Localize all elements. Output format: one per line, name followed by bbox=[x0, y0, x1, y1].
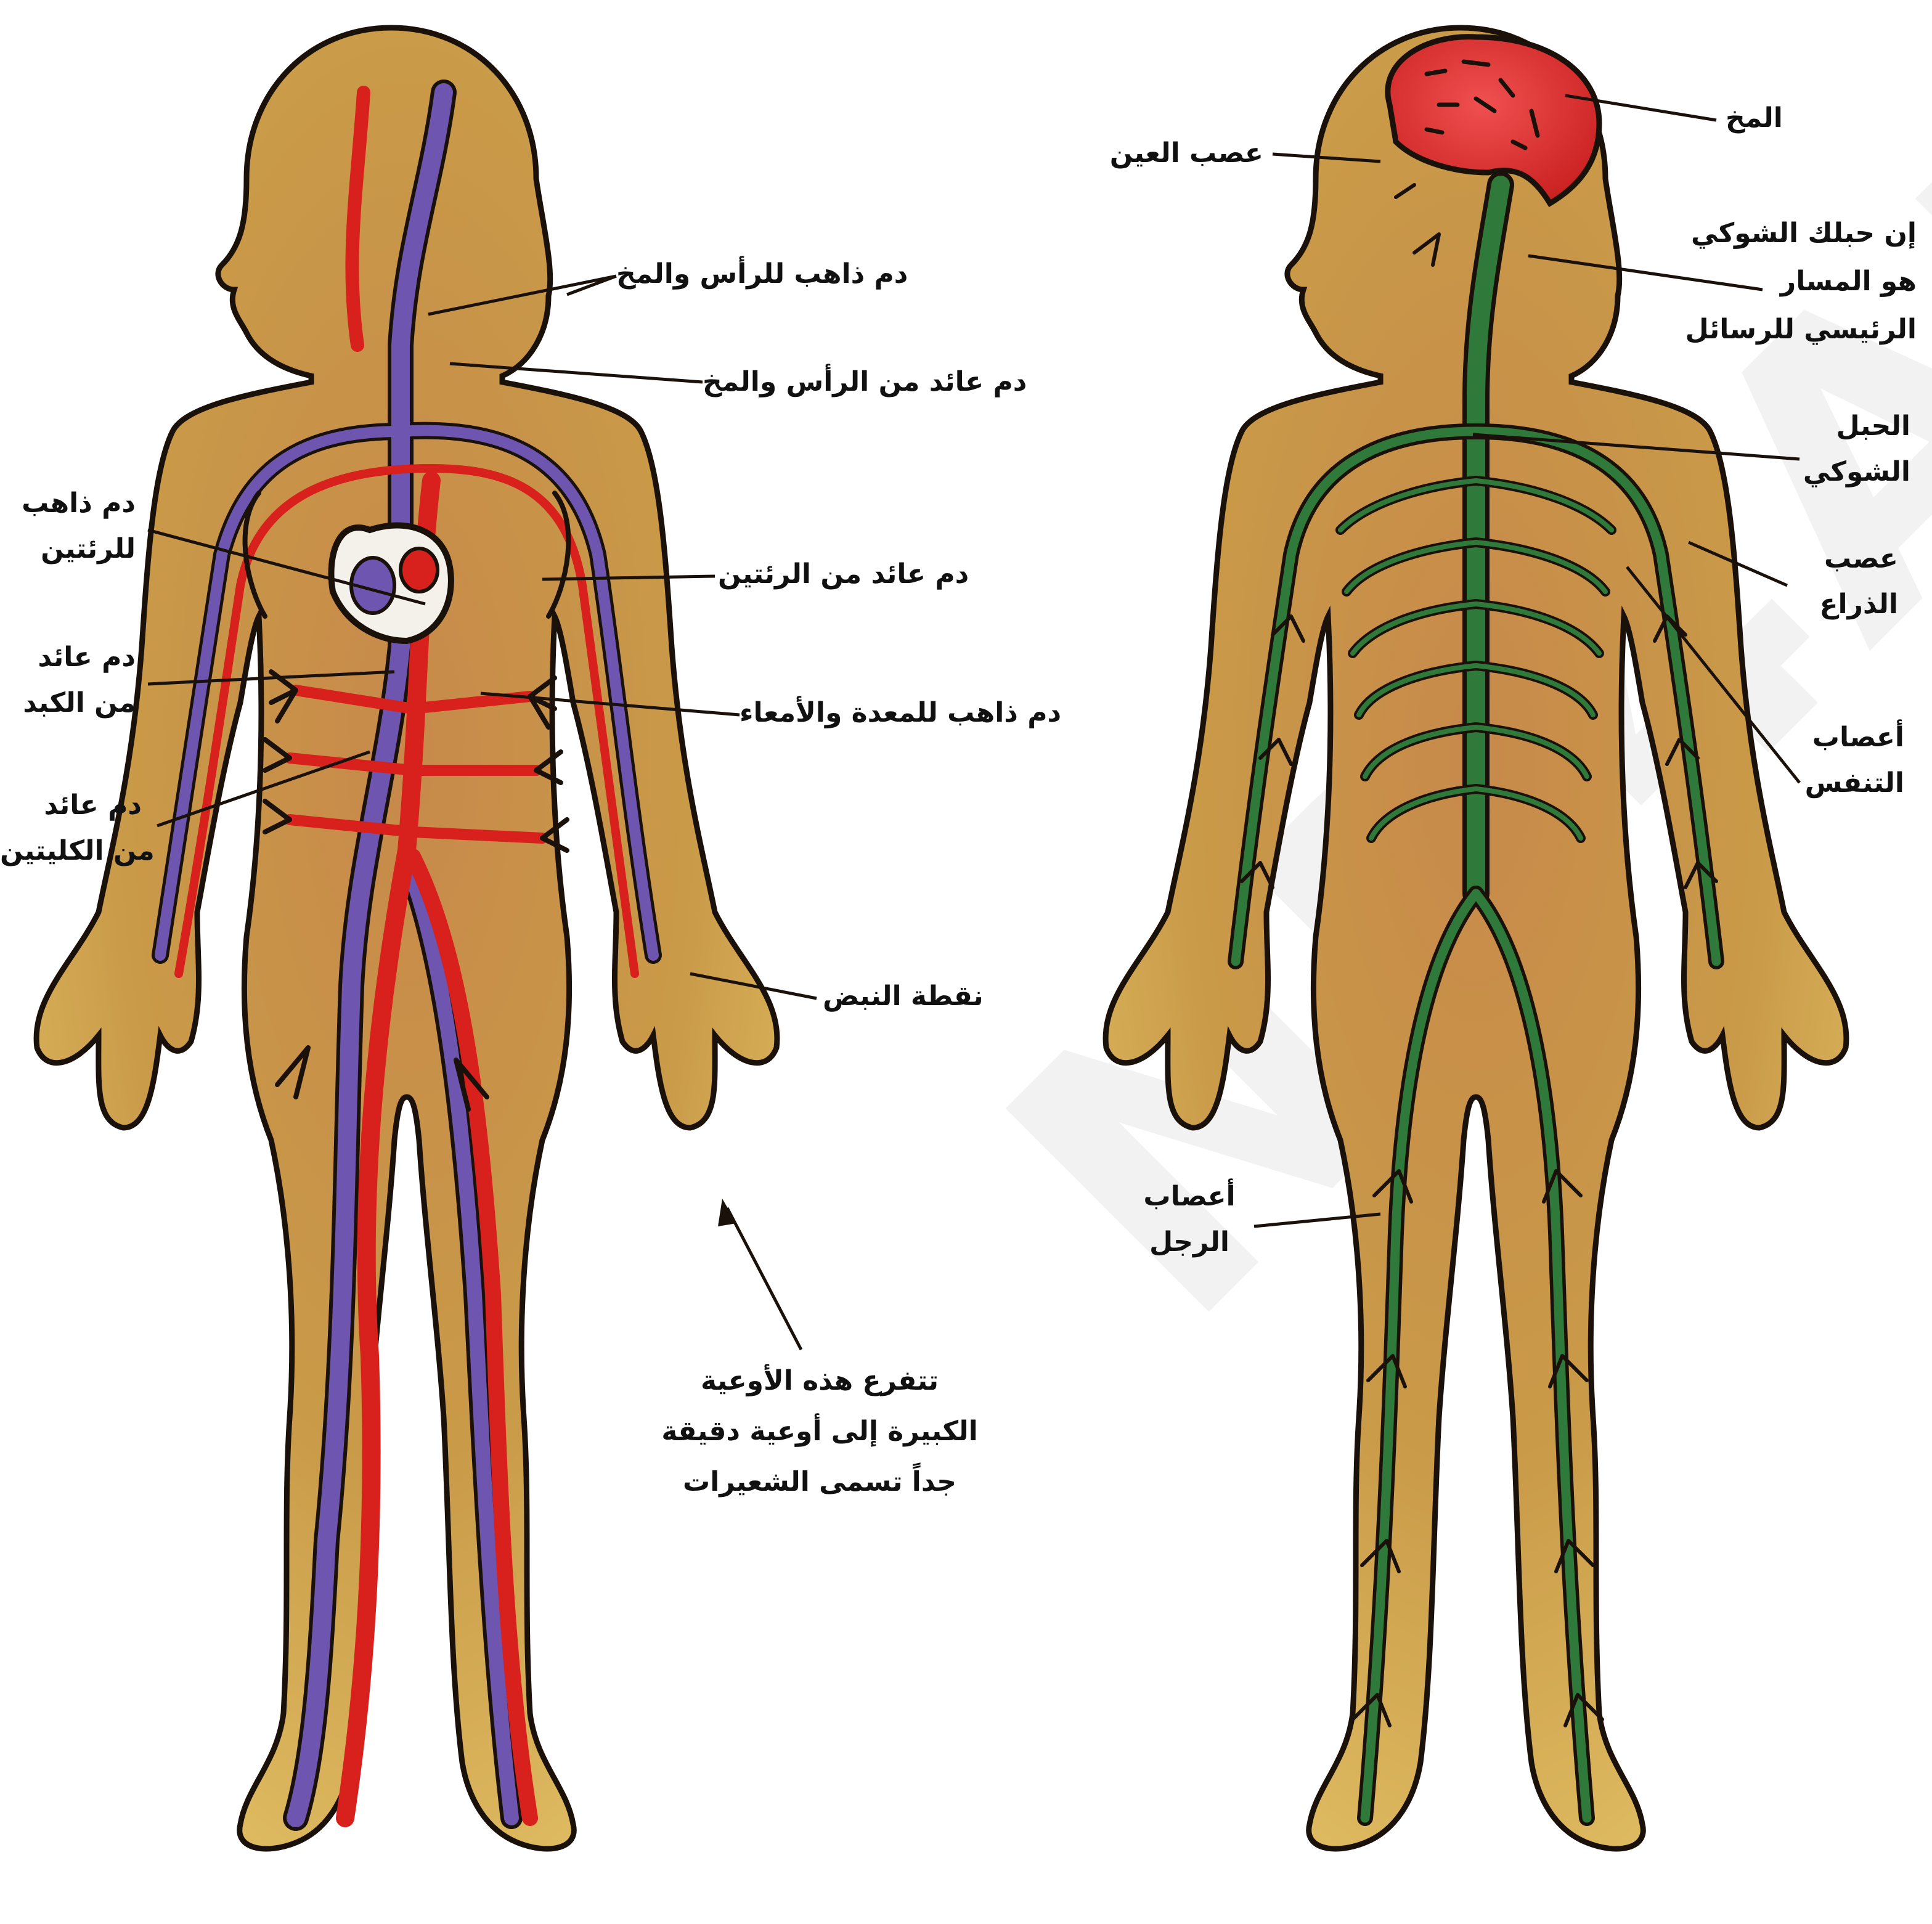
label-blood-from-liver-line1: دم عائد bbox=[12, 635, 136, 680]
label-spinal-main-line1: إن حبلك الشوكي bbox=[1658, 210, 1917, 258]
capillaries-arrowhead bbox=[718, 1199, 736, 1226]
label-capillaries-line2: الكبيرة إلى أوعية دقيقة bbox=[647, 1406, 992, 1457]
label-eye-nerve: عصب العين bbox=[1072, 131, 1263, 176]
label-blood-to-stomach: دم ذاهب للمعدة والأمعاء bbox=[740, 690, 1061, 736]
label-arm-nerve-line2: الذراع bbox=[1775, 582, 1898, 627]
label-leg-nerves-line1: أعصاب bbox=[1128, 1174, 1251, 1220]
label-breathing-nerves-line1: أعصاب bbox=[1775, 715, 1904, 760]
label-pulse-point: نقطة النبض bbox=[823, 974, 984, 1019]
label-blood-from-kidneys: دم عائد من الكليتين bbox=[0, 783, 142, 874]
circulatory-figure bbox=[36, 28, 777, 1849]
label-blood-from-kidneys-line1: دم عائد bbox=[0, 783, 142, 828]
label-blood-from-lungs: دم عائد من الرئتين bbox=[718, 552, 969, 597]
label-leg-nerves: أعصاب الرجل bbox=[1128, 1174, 1251, 1265]
label-blood-to-lungs-line2: للرئتين bbox=[12, 526, 136, 572]
label-capillaries: تتفرع هذه الأوعية الكبيرة إلى أوعية دقيق… bbox=[647, 1356, 992, 1507]
label-capillaries-line1: تتفرع هذه الأوعية bbox=[647, 1356, 992, 1406]
label-breathing-nerves: أعصاب التنفس bbox=[1775, 715, 1904, 806]
label-blood-from-kidneys-line2: من الكليتين bbox=[0, 828, 142, 874]
label-spinal-cord-line2: الشوكي bbox=[1775, 449, 1910, 495]
label-breathing-nerves-line2: التنفس bbox=[1775, 760, 1904, 806]
label-blood-from-liver-line2: من الكبد bbox=[12, 680, 136, 726]
label-leg-nerves-line2: الرجل bbox=[1128, 1220, 1251, 1265]
label-blood-to-lungs-line1: دم ذاهب bbox=[12, 481, 136, 526]
label-arm-nerve: عصب الذراع bbox=[1775, 536, 1898, 627]
label-spinal-cord: الحبل الشوكي bbox=[1775, 404, 1910, 495]
label-blood-from-head: دم عائد من الرأس والمخ bbox=[703, 359, 1027, 405]
label-blood-to-lungs: دم ذاهب للرئتين bbox=[12, 481, 136, 572]
label-spinal-main: إن حبلك الشوكي هو المسار الرئيسي للرسائل bbox=[1658, 210, 1917, 354]
label-spinal-cord-line1: الحبل bbox=[1775, 404, 1910, 449]
leader-capillaries bbox=[727, 1208, 801, 1350]
label-arm-nerve-line1: عصب bbox=[1775, 536, 1898, 582]
label-blood-from-liver: دم عائد من الكبد bbox=[12, 635, 136, 726]
label-spinal-main-line3: الرئيسي للرسائل bbox=[1658, 306, 1917, 354]
label-brain: المخ bbox=[1726, 96, 1783, 141]
label-spinal-main-line2: هو المسار bbox=[1658, 258, 1917, 306]
label-capillaries-line3: جداً تسمى الشعيرات bbox=[647, 1457, 992, 1507]
label-blood-to-head: دم ذاهب للرأس والمخ bbox=[616, 251, 908, 297]
